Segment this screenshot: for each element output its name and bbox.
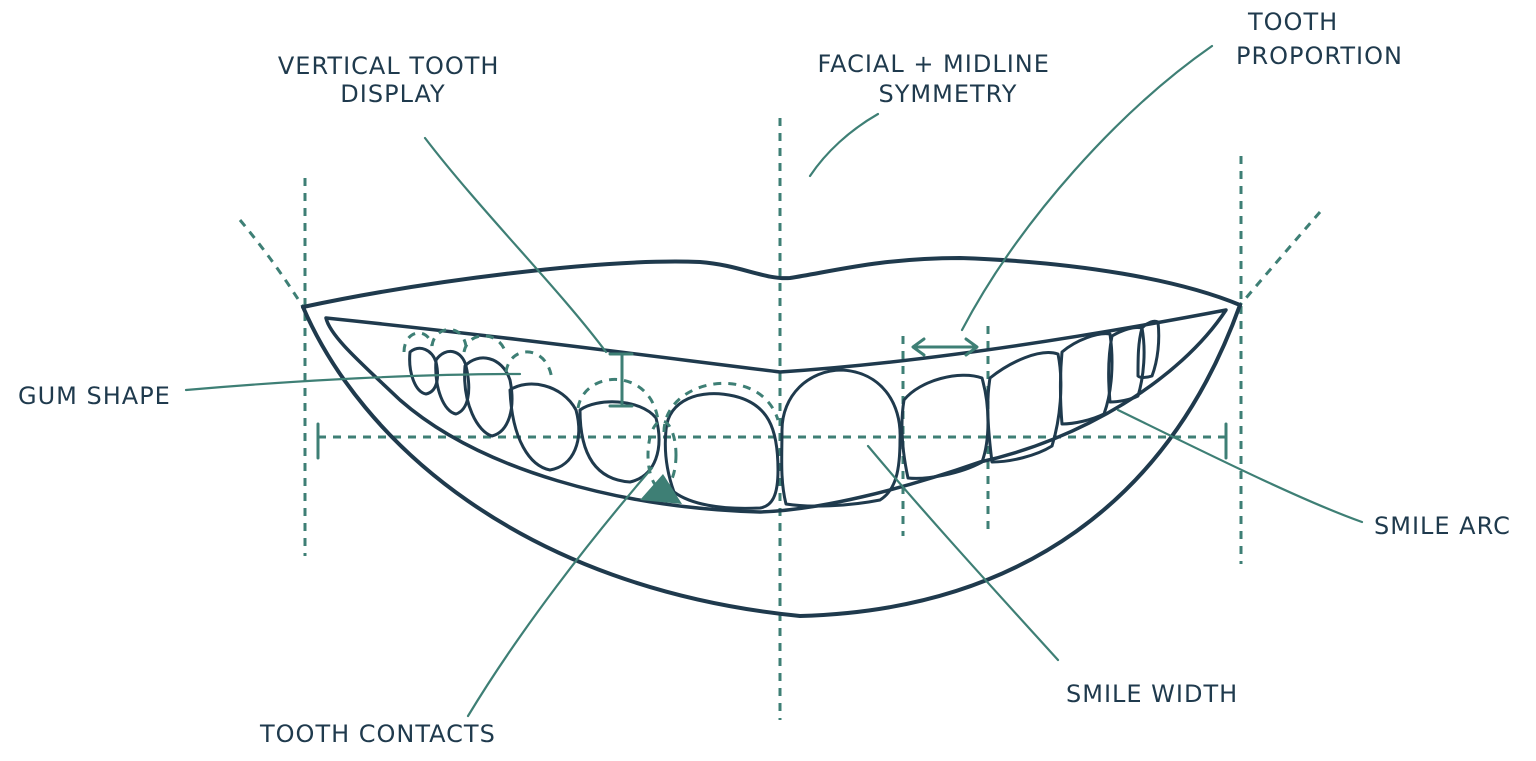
- tooth-left-central-incisor: [663, 392, 780, 510]
- right-corner-diagonal: [1238, 211, 1322, 306]
- labels: VERTICAL TOOTH DISPLAY FACIAL + MIDLINE …: [18, 8, 1511, 748]
- lips: [301, 256, 1242, 618]
- proportion-arrow: [911, 337, 979, 357]
- label-smile-arc: SMILE ARC: [1374, 512, 1511, 540]
- leader-tooth-contacts: [466, 466, 654, 718]
- upper-lip-outline: [301, 256, 1242, 309]
- tooth-left-molar: [408, 346, 440, 396]
- contact-triangle: [640, 474, 682, 504]
- tooth-right-central-incisor: [780, 368, 902, 508]
- leader-facial-midline: [808, 112, 880, 178]
- leader-gum-shape: [184, 372, 522, 392]
- tooth-right-molar: [1136, 319, 1161, 379]
- tooth-contact-marker: [640, 419, 682, 504]
- label-vertical-tooth-display: VERTICAL TOOTH DISPLAY: [278, 52, 508, 108]
- leader-lines: [184, 44, 1364, 718]
- mouth-opening: [324, 308, 1228, 514]
- gum-shape-arches: [402, 328, 780, 433]
- vertical-display-marker: [608, 352, 634, 408]
- label-tooth-proportion: TOOTH PROPORTION: [1236, 8, 1403, 70]
- reference-lines: [238, 118, 1322, 720]
- tooth-left-lateral-incisor: [578, 400, 661, 484]
- teeth: [408, 319, 1161, 510]
- leader-smile-width: [866, 444, 1060, 662]
- label-gum-shape: GUM SHAPE: [18, 382, 171, 410]
- leader-tooth-proportion: [960, 44, 1214, 332]
- tooth-right-premolar-2: [1107, 326, 1146, 404]
- tooth-right-premolar-1: [1059, 332, 1114, 426]
- lower-lip-outline: [301, 303, 1242, 618]
- tooth-left-premolar-1: [463, 356, 514, 438]
- tooth-right-canine: [986, 351, 1063, 464]
- leader-vertical-tooth-display: [423, 136, 608, 354]
- label-facial-midline-symmetry: FACIAL + MIDLINE SYMMETRY: [817, 50, 1058, 108]
- tooth-left-canine: [508, 382, 581, 472]
- label-tooth-contacts: TOOTH CONTACTS: [259, 720, 496, 748]
- leader-smile-arc: [1116, 408, 1364, 524]
- smile-width-caps: [316, 422, 1228, 460]
- tooth-right-lateral-incisor: [900, 373, 990, 480]
- left-corner-diagonal: [238, 219, 305, 308]
- label-smile-width: SMILE WIDTH: [1066, 680, 1238, 708]
